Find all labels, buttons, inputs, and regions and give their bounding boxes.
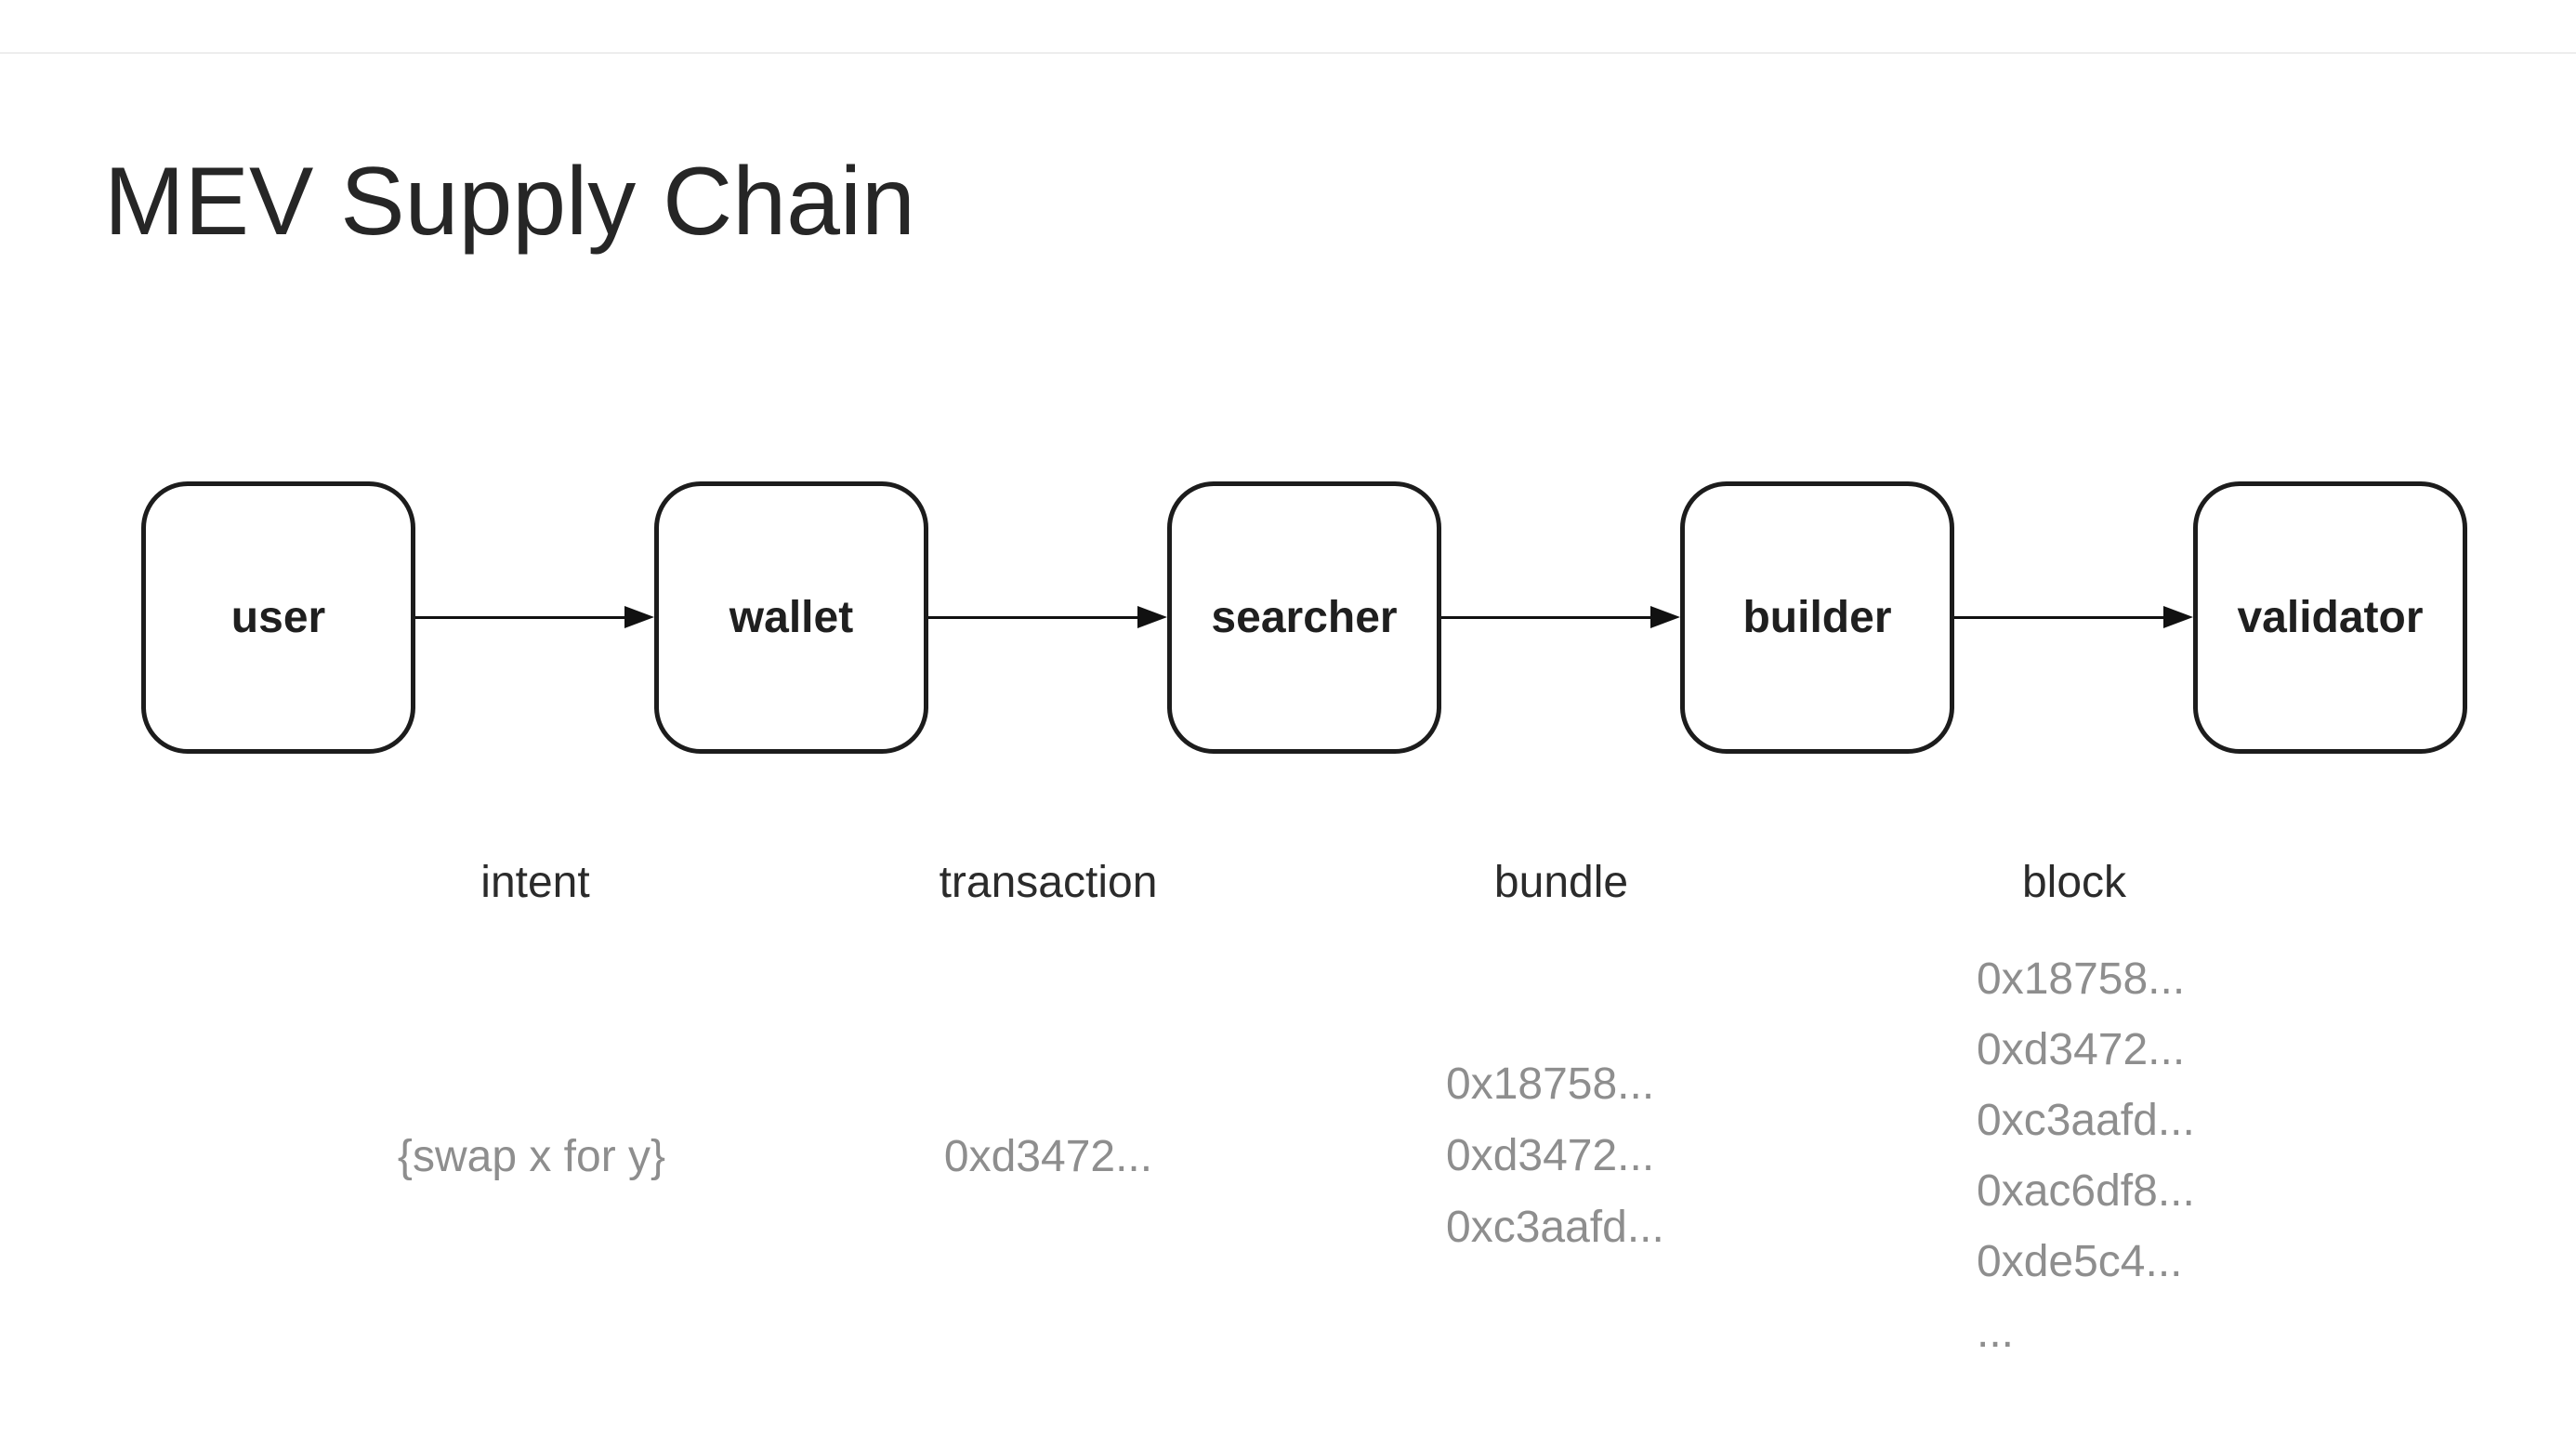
hash-list-bundle: 0x18758... 0xd3472... 0xc3aafd... (1446, 1048, 1664, 1263)
hash-line: 0xd3472... (1446, 1131, 1655, 1180)
top-divider (0, 52, 2576, 54)
hash-line: 0xac6df8... (1977, 1166, 2195, 1216)
node-builder-label: builder (1742, 593, 1892, 642)
hash-line: 0xd3472... (1977, 1025, 2186, 1074)
arrow-shaft (1441, 615, 1654, 619)
node-validator-label: validator (2237, 593, 2424, 642)
example-intent: {swap x for y} (397, 1132, 666, 1181)
hash-line: 0x18758... (1446, 1060, 1655, 1109)
node-builder: builder (1680, 481, 1954, 754)
node-searcher: searcher (1167, 481, 1441, 754)
hash-line: 0xde5c4... (1977, 1237, 2183, 1286)
example-transaction: 0xd3472... (943, 1132, 1153, 1181)
node-wallet: wallet (654, 481, 928, 754)
page-title: MEV Supply Chain (104, 148, 915, 256)
edge-label-bundle: bundle (1493, 858, 1629, 907)
node-validator: validator (2193, 481, 2467, 754)
hash-line: 0x18758... (1977, 954, 2186, 1004)
node-wallet-label: wallet (729, 593, 854, 642)
arrow-shaft (1954, 615, 2167, 619)
node-user-label: user (230, 593, 326, 642)
arrowhead-icon (1137, 606, 1167, 628)
edge-label-transaction: transaction (939, 858, 1158, 907)
arrowhead-icon (2163, 606, 2193, 628)
edge-label-intent: intent (480, 858, 590, 907)
edge-label-block: block (2021, 858, 2127, 907)
hash-line: 0xc3aafd... (1446, 1203, 1664, 1252)
node-user: user (141, 481, 415, 754)
arrowhead-icon (624, 606, 654, 628)
hash-line: ... (1977, 1308, 2015, 1357)
arrow-shaft (928, 615, 1141, 619)
hash-line: 0xc3aafd... (1977, 1096, 2195, 1145)
hash-list-block: 0x18758... 0xd3472... 0xc3aafd... 0xac6d… (1977, 944, 2195, 1368)
arrow-shaft (415, 615, 628, 619)
node-searcher-label: searcher (1211, 593, 1398, 642)
arrowhead-icon (1650, 606, 1680, 628)
